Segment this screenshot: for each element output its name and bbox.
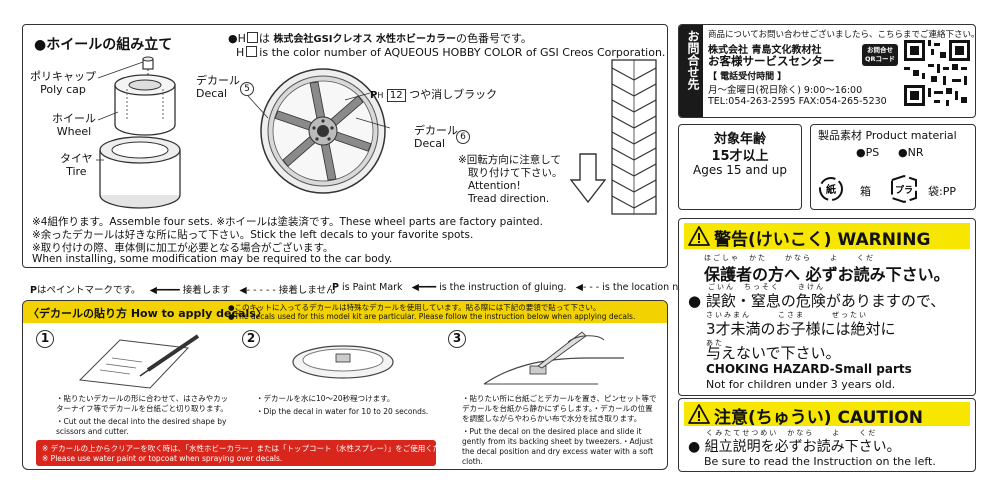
warning-line-4: 与えないで下さい。	[706, 344, 841, 362]
step-1-illustration	[78, 334, 200, 389]
caution-line: ● 組立説明を必ずお読み下さい。	[688, 439, 901, 455]
material-nr: ●NR	[898, 146, 924, 159]
decal-header: 〈デカールの貼り方 How to apply decals〉	[28, 307, 267, 320]
caution-title: 注意(ちゅうい) CAUTION	[714, 408, 923, 428]
exploded-parts-drawing	[99, 56, 181, 209]
material-bag-label: 袋:PP	[928, 185, 956, 198]
contact-intro: 商品についてお問い合わせございましたら、こちらまでご連絡下さい。	[708, 30, 980, 40]
assembly-note-4: When installing, some modification may b…	[32, 253, 393, 265]
step-3-illustration	[483, 331, 624, 385]
step-2-text: ・デカールを水に10〜20秒程つけます。 ・Dip the decal in w…	[256, 394, 429, 416]
step-2-number: 2	[242, 330, 260, 348]
age-panel	[678, 124, 802, 210]
decal-red-warning	[36, 440, 436, 466]
age-jp-2: 15才以上	[711, 149, 769, 164]
step-3-text: ・貼りたい所に台紙ごとデカールを置き、ピンセット等でデカールを台紙から静かにずら…	[462, 394, 657, 466]
step-1-text: ・貼りたいデカールの形に合わせて、はさみやカッターナイフ等でデカールを台紙ごと切…	[56, 394, 229, 436]
caution-title-bar	[684, 402, 970, 426]
contact-tel: TEL:054-263-2595 FAX:054-265-5230	[708, 96, 887, 107]
qr-label: お問合せQRコード	[864, 46, 896, 63]
warning-triangle-icon	[688, 226, 710, 246]
decal-red-warning-en: ※ Please use water paint or topcoat when…	[42, 454, 283, 463]
contact-hours: 月〜金曜日(祝日除く) 9:00〜16:00	[708, 85, 863, 96]
qr-label-badge	[862, 44, 898, 66]
wheel-face-drawing	[260, 68, 386, 194]
warning-ruby-4: あた	[706, 339, 724, 347]
decal-note-en: ●The decals used for this model kit are …	[228, 312, 636, 321]
rotation-note: ※回転方向に注意して 取り付けて下さい。 Attention! Tread di…	[458, 154, 563, 205]
warning-ruby-1: ほごしゃ かた かなら よ くだ	[704, 254, 875, 262]
contact-side-bar	[679, 25, 703, 117]
warning-line-3: 3才未満のお子様には絶対に	[706, 320, 896, 338]
svg-text:紙: 紙	[826, 183, 836, 196]
caution-ruby: くみたてせつめい かなら よ くだ	[706, 429, 878, 437]
material-title: 製品素材 Product material	[818, 129, 957, 142]
decal-red-warning-jp: ※ デカールの上からクリアーを吹く時は、「水性ホビーカラー」または「トップコート…	[42, 444, 463, 453]
assembly-title: ●ホイールの組み立て	[34, 37, 173, 53]
age-jp: 対象年齢	[713, 132, 766, 147]
step-1-number: 1	[36, 330, 54, 348]
decal-5-number: 5	[240, 82, 254, 96]
qr-code-icon[interactable]	[904, 40, 970, 106]
warning-line-2: ● 誤飲・窒息の危険がありますので、	[688, 292, 946, 310]
tire-tread-drawing	[611, 59, 657, 215]
warning-title: 警告(けいこく) WARNING	[714, 230, 931, 250]
caution-triangle-icon	[688, 404, 710, 424]
warning-en-1: CHOKING HAZARD-Small parts	[706, 362, 912, 376]
step-2-illustration	[292, 345, 394, 379]
decal-note-jp: ●このキットに入ってるデカールは特殊なデカールを使用しています。貼る際には下記の…	[228, 303, 601, 312]
contact-center: お客様サービスセンター	[708, 54, 835, 68]
legend-en: P is Paint Mark ◀━━━ is the instruction …	[332, 282, 720, 293]
decal-header-bar	[23, 301, 667, 323]
warning-line-1: 保護者の方へ 必ずお読み下さい。	[704, 265, 950, 284]
legend-jp: Pはペイントマークです。 ◀━━━━ 接着します ◀- - - - - 接着しま…	[30, 285, 336, 296]
paint-mark-label: PH 12 つや消しブラック	[370, 88, 498, 102]
assembly-note-2: ※余ったデカールは好きな所に貼って下さい。Stick the left deca…	[32, 229, 474, 241]
warning-ruby-2: ごいん ちっそく きけん	[708, 283, 825, 291]
warning-ruby-3: さいみまん こさま ぜったい	[706, 311, 868, 319]
material-ps: ●PS	[856, 146, 880, 159]
decal-5-leader	[247, 92, 391, 129]
contact-side-label: お問合せ先	[686, 30, 700, 90]
svg-text:プラ: プラ	[895, 184, 913, 196]
assembly-note-3: ※取り付けの際、車体側に加工が必要となる場合がございます。	[32, 242, 334, 254]
plastic-recycle-icon: プラ	[891, 174, 917, 204]
age-en: Ages 15 and up	[693, 163, 787, 177]
part-leader-lines	[96, 61, 144, 161]
contact-company: 株式会社 青島文化教材社	[708, 45, 822, 56]
paper-recycle-icon: 紙	[819, 177, 843, 201]
step-3-number: 3	[448, 330, 466, 348]
caution-en: Be sure to read the Instruction on the l…	[704, 455, 936, 468]
warning-title-bar	[684, 223, 970, 249]
decal-6-number: 6	[456, 130, 470, 144]
warning-en-2: Not for children under 3 years old.	[706, 378, 896, 391]
material-box-label: 箱	[860, 185, 871, 198]
assembly-note-1: ※4組作ります。Assemble four sets. ※ホイールは塗装済です。…	[32, 216, 543, 228]
tread-direction-arrow	[569, 153, 607, 204]
contact-hours-label: 【 電話受付時間 】	[708, 72, 787, 82]
